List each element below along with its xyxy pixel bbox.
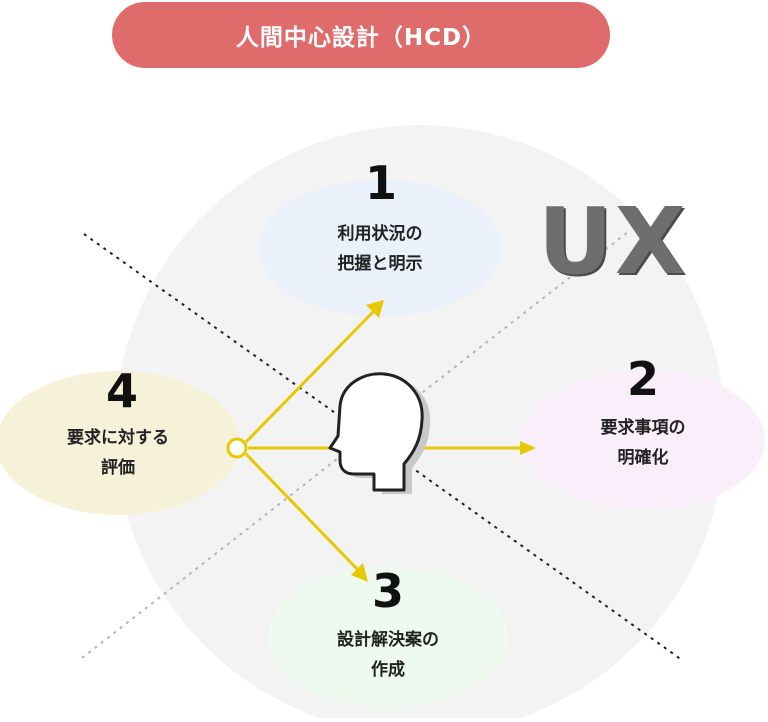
- hcd-title: 人間中心設計（HCD）: [112, 2, 610, 68]
- step-4-label: 要求に対する 評価: [28, 424, 208, 484]
- step-2-number: 2: [626, 352, 659, 406]
- step-1-line-2: 把握と明示: [337, 253, 423, 274]
- arrow-head-1: [366, 300, 384, 318]
- step-4-line-2: 評価: [101, 457, 135, 478]
- step-2-line-1: 要求事項の: [600, 418, 686, 438]
- arrow-origin-circle: [226, 437, 248, 459]
- arrow-head-3: [351, 563, 368, 582]
- step-1-label: 利用状況の 把握と明示: [290, 220, 470, 280]
- arrow-to-step-3: [244, 452, 360, 572]
- step-3-line-2: 作成: [371, 659, 405, 680]
- arrow-head-2: [520, 441, 536, 455]
- step-3-line-1: 設計解決案の: [337, 630, 439, 650]
- step-1-number: 1: [364, 156, 397, 210]
- step-3-label: 設計解決案の 作成: [298, 626, 478, 686]
- step-4-ellipse: [0, 371, 240, 515]
- step-1-ellipse: [258, 180, 502, 316]
- dashed-diagonal-dark: [83, 233, 683, 661]
- arrow-to-step-1: [244, 310, 375, 444]
- step-2-ellipse: [521, 370, 765, 510]
- step-3-ellipse: [268, 567, 508, 707]
- step-2-line-2: 明確化: [617, 447, 669, 468]
- human-head-icon: [328, 372, 431, 494]
- ux-watermark: UX: [538, 188, 688, 295]
- step-3-number: 3: [371, 564, 404, 618]
- step-4-number: 4: [105, 364, 138, 418]
- step-2-label: 要求事項の 明確化: [553, 414, 733, 474]
- step-1-line-1: 利用状況の: [337, 224, 423, 244]
- step-4-line-1: 要求に対する: [67, 428, 169, 448]
